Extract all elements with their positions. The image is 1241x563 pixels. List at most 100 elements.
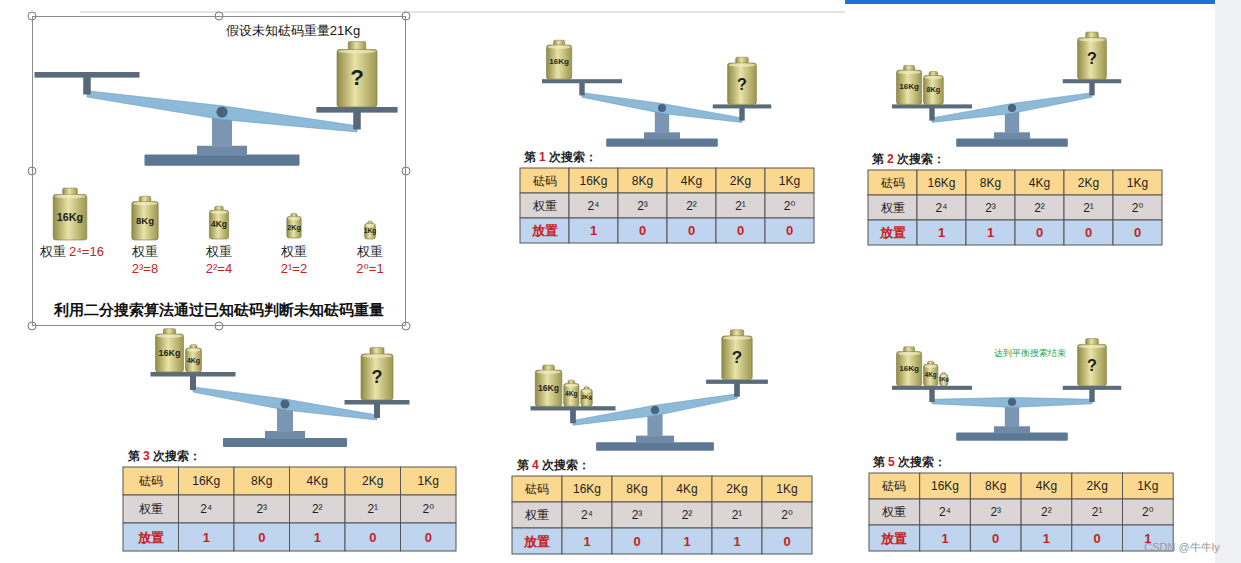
weight-label: 1Kg [359, 223, 382, 239]
table-cell: 2² [1015, 195, 1064, 220]
caption-group: 权重2⁴=16 [40, 245, 104, 258]
weight-label: 4Kg [180, 348, 208, 372]
table-cell: 2¹ [712, 502, 762, 528]
table-cell: 1 [179, 523, 235, 551]
balance-scale [892, 386, 1121, 441]
table-cell: 1 [917, 220, 966, 245]
weight-label: 16Kg [529, 370, 568, 406]
table-cell: 1Kg [765, 168, 814, 193]
balance-scale [531, 380, 768, 451]
table-cell: 2² [290, 495, 346, 523]
table-cell: 2Kg [712, 476, 762, 502]
table-cell: 放置 [520, 218, 569, 243]
table-cell: 砝码 [869, 473, 920, 499]
panel-caption: 利用二分搜索算法通过已知砝码判断未知砝码重量 [33, 301, 405, 319]
table-cell: 砝码 [512, 476, 562, 502]
table-cell: 2³ [970, 499, 1021, 525]
unknown-weight-mark: ? [355, 354, 399, 400]
table-cell: 0 [401, 523, 457, 551]
table-cell: 2² [1021, 499, 1072, 525]
table-cell: 2³ [612, 502, 662, 528]
step-heading: 次搜索： [897, 153, 945, 165]
table-cell: 砝码 [868, 170, 917, 195]
table-cell: 4Kg [1021, 473, 1072, 499]
weight-label: 2Kg [281, 216, 307, 238]
table-cell: 2¹ [345, 495, 401, 523]
weight-value: 2⁰=1 [356, 262, 383, 275]
table-cell: 0 [1064, 220, 1113, 245]
unknown-weight-mark: ? [1072, 344, 1113, 385]
table-cell: 0 [667, 218, 716, 243]
table-cell: 1Kg [1113, 170, 1162, 195]
table-cell: 2⁰ [765, 193, 814, 218]
table-cell: 1Kg [1123, 473, 1174, 499]
table-cell: 2¹ [1064, 195, 1113, 220]
step-heading: 次搜索： [153, 450, 201, 462]
weight-caption: 权重 [132, 245, 158, 258]
table-cell: 4Kg [290, 467, 346, 495]
table-cell: 放置 [869, 525, 920, 551]
table-cell: 8Kg [234, 467, 290, 495]
table-cell: 2² [667, 193, 716, 218]
watermark: CSDN @牛牛ly [1128, 540, 1236, 554]
unknown-weight-mark: ? [331, 50, 383, 108]
step-heading: 第 [872, 153, 884, 165]
step-heading: 次搜索： [898, 456, 946, 468]
table-cell: 1 [290, 523, 346, 551]
weight-label: 1Kg [934, 374, 954, 386]
step-number: 1 [539, 151, 546, 163]
table-cell: 放置 [868, 220, 917, 245]
table-cell: 2⁰ [401, 495, 457, 523]
table-cell: 8Kg [966, 170, 1015, 195]
table-cell: 砝码 [123, 467, 179, 495]
table-cell: 8Kg [618, 168, 667, 193]
step-number: 5 [888, 456, 895, 468]
caption-group: 第3次搜索： [128, 450, 201, 462]
table-cell: 0 [762, 528, 812, 554]
top-bar [845, 0, 1215, 4]
table-cell: 2⁰ [1123, 499, 1174, 525]
caption-group: 第1次搜索： [524, 151, 597, 163]
table-cell: 2⁴ [562, 502, 612, 528]
side-strip [1215, 0, 1241, 563]
table-cell: 0 [1072, 525, 1123, 551]
weight-label: 8Kg [918, 76, 950, 105]
table-cell: 0 [345, 523, 401, 551]
weight-caption: 权重 [206, 245, 232, 258]
step-number: 3 [143, 450, 150, 462]
weight-caption: 权重 [357, 245, 383, 258]
top-rule [80, 12, 845, 13]
table-cell: 2Kg [345, 467, 401, 495]
weight-value: 2²=4 [206, 262, 232, 275]
table-cell: 2³ [234, 495, 290, 523]
table-cell: 2Kg [716, 168, 765, 193]
weight-label: 2Kg [575, 389, 598, 406]
table-cell: 8Kg [970, 473, 1021, 499]
weight-label: 16Kg [891, 70, 928, 104]
selection-frame: 假设未知砝码重量21Kg利用二分搜索算法通过已知砝码判断未知砝码重量 [32, 16, 406, 326]
table-cell: 16Kg [917, 170, 966, 195]
table-cell: 2⁴ [917, 195, 966, 220]
search-table [512, 476, 812, 554]
table-cell: 0 [1015, 220, 1064, 245]
caption-group: 第4次搜索： [517, 459, 590, 471]
table-cell: 4Kg [662, 476, 712, 502]
unknown-weight-mark: ? [1072, 38, 1113, 79]
table-cell: 权重 [512, 502, 562, 528]
table-cell: 4Kg [1015, 170, 1064, 195]
table-cell: 2³ [966, 195, 1015, 220]
table-cell: 1 [562, 528, 612, 554]
table-cell: 0 [612, 528, 662, 554]
unknown-weight-mark: ? [716, 336, 758, 380]
step-heading: 第 [517, 459, 529, 471]
table-cell: 1 [662, 528, 712, 554]
step-number: 4 [532, 459, 539, 471]
selection-handles [28, 12, 410, 330]
weight-value: 2⁴=16 [69, 245, 104, 258]
table-cell: 8Kg [612, 476, 662, 502]
step-heading: 第 [128, 450, 140, 462]
caption-group: 权重2¹=2 [254, 245, 334, 275]
table-cell: 16Kg [179, 467, 235, 495]
weight-label: 8Kg [126, 202, 164, 240]
